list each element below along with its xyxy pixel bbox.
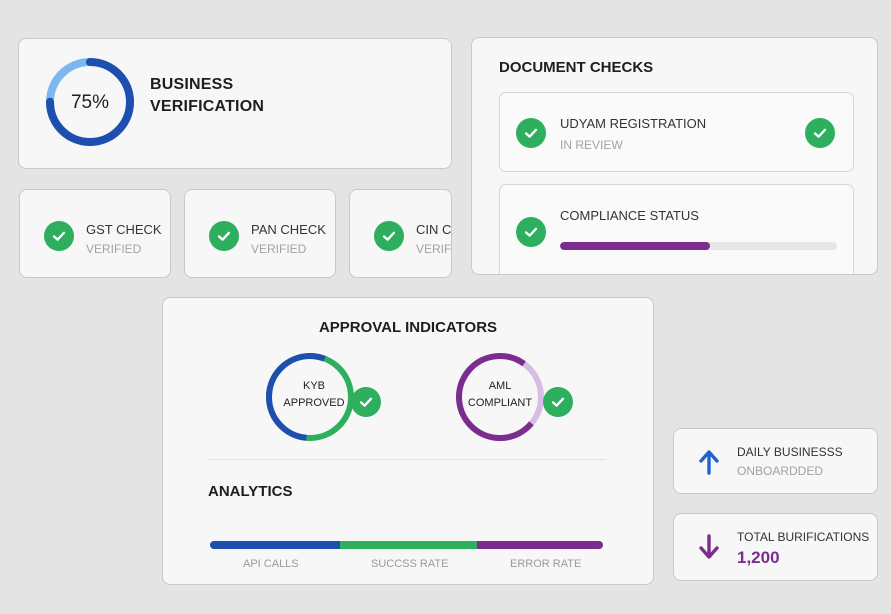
total-verifications-label: TOTAL BURIFICATIONS [737, 530, 870, 544]
daily-businesses-card[interactable]: DAILY BUSINESSS ONBOARDDED [673, 428, 878, 494]
error-rate-segment [477, 541, 603, 549]
udyam-registration-item[interactable]: UDYAM REGISTRATION IN REVIEW [499, 92, 854, 172]
check-icon [351, 387, 381, 417]
aml-status: COMPLIANT [467, 397, 533, 409]
arrow-up-icon [699, 450, 719, 475]
cin-check-label: CIN CHECK [416, 222, 452, 237]
pan-check-label: PAN CHECK [251, 222, 326, 237]
daily-businesses-label: DAILY BUSINESSS [737, 445, 843, 459]
cin-check-card[interactable]: CIN CHECK VERIFIED [349, 189, 452, 278]
api-calls-segment [210, 541, 340, 549]
udyam-status: IN REVIEW [560, 138, 623, 152]
document-checks-card: DOCUMENT CHECKS UDYAM REGISTRATION IN RE… [471, 37, 878, 275]
analytics-title: ANALYTICS [208, 483, 293, 500]
api-calls-label: API CALLS [243, 558, 299, 570]
check-icon [209, 221, 239, 251]
cin-check-status: VERIFIED [416, 242, 452, 256]
compliance-progress-fill [560, 242, 710, 250]
kyb-status-text: KYB APPROVED [274, 378, 354, 412]
verification-percent: 75% [70, 92, 110, 113]
total-verifications-value: 1,200 [737, 548, 780, 567]
compliance-label: COMPLIANCE STATUS [560, 208, 699, 223]
arrow-down-icon [699, 534, 719, 559]
daily-businesses-sub: ONBOARDDED [737, 464, 824, 478]
check-icon [543, 387, 573, 417]
compliance-status-item[interactable]: COMPLIANCE STATUS [499, 184, 854, 274]
gst-check-card[interactable]: GST CHECK VERIFIED [19, 189, 171, 278]
total-verifications-card[interactable]: TOTAL BURIFICATIONS 1,200 [673, 513, 878, 581]
verification-progress-ring [46, 58, 134, 146]
aml-label: AML [488, 380, 512, 392]
aml-status-text: AML COMPLIANT [460, 378, 540, 412]
aml-status-ring [456, 353, 544, 441]
check-icon [516, 118, 546, 148]
approval-indicators-card: APPROVAL INDICATORS KYB APPROVED AML COM… [162, 297, 654, 585]
success-rate-label: SUCCSS RATE [371, 558, 449, 570]
document-checks-title: DOCUMENT CHECKS [499, 59, 654, 76]
check-icon [805, 118, 835, 148]
analytics-segment-bar [210, 541, 603, 549]
kyb-label: KYB [302, 380, 325, 392]
check-icon [516, 217, 546, 247]
kyb-status: APPROVED [283, 397, 345, 409]
pan-check-card[interactable]: PAN CHECK VERIFIED [184, 189, 336, 278]
error-rate-label: ERROR RATE [510, 558, 582, 570]
gst-check-status: VERIFIED [86, 242, 142, 256]
gst-check-label: GST CHECK [86, 222, 162, 237]
section-divider [207, 459, 606, 460]
approval-indicators-title: APPROVAL INDICATORS [318, 319, 498, 336]
compliance-progress-bar [560, 242, 837, 250]
success-rate-segment [339, 541, 478, 549]
udyam-label: UDYAM REGISTRATION [560, 116, 707, 131]
pan-check-status: VERIFIED [251, 242, 307, 256]
check-icon [44, 221, 74, 251]
check-icon [374, 221, 404, 251]
business-verification-title: BUSINESS VERIFICATION [150, 76, 265, 115]
